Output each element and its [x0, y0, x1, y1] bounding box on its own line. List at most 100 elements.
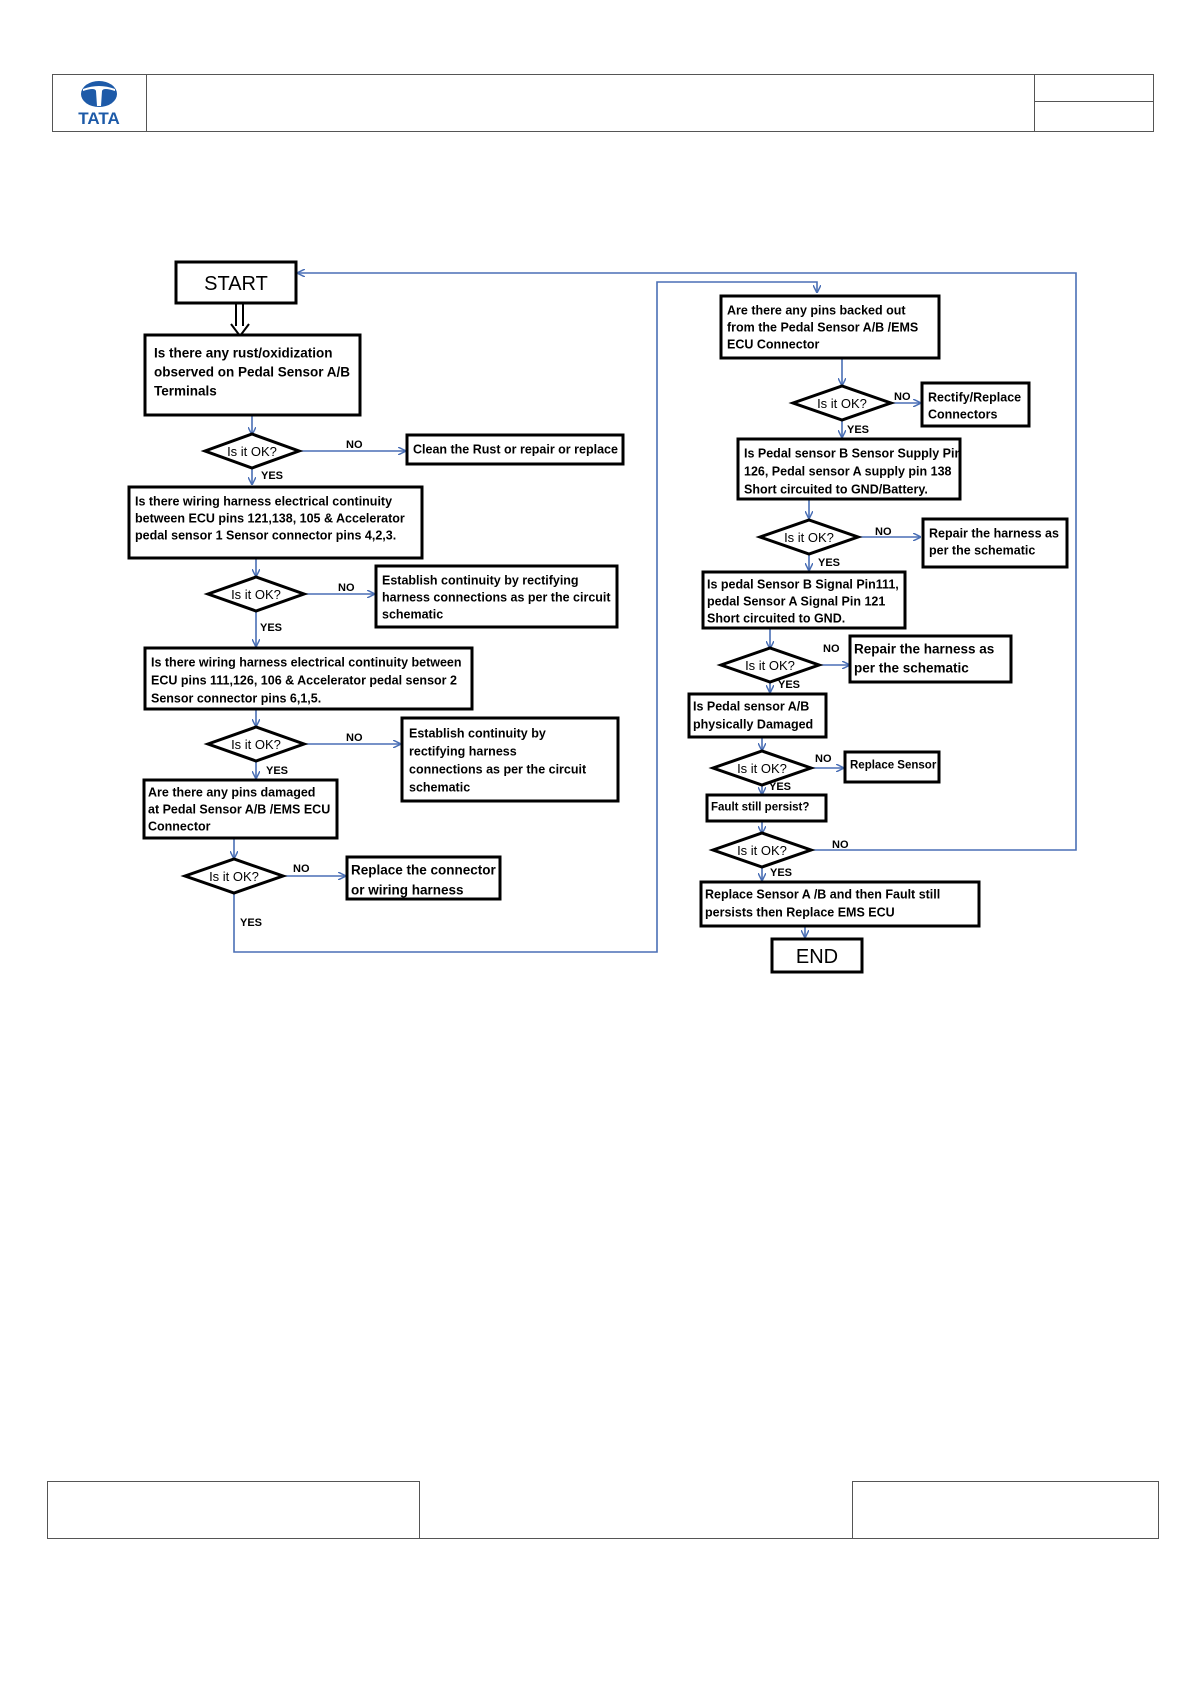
decision-7-shape: [716, 646, 824, 684]
edge-label: NO: [823, 643, 840, 655]
decision-text: Is it OK?: [231, 587, 281, 602]
decision-6-shape: [755, 518, 863, 556]
action-replace-connector: Replace the connector or wiring harness: [345, 855, 502, 901]
edge-label: NO: [815, 753, 832, 765]
footer-middle-cell: [420, 1481, 852, 1539]
node-text-line: or wiring harness: [351, 883, 464, 898]
decision-6: Is it OK?: [755, 518, 863, 556]
question-fault-persist: Fault still persist?: [705, 793, 828, 823]
logo-cell: TATA: [53, 75, 147, 131]
node-text-line: Establish continuity by: [409, 727, 546, 741]
decision-3-shape: [203, 725, 309, 763]
question-pins-damaged-shape: [142, 778, 339, 840]
node-text-line: connections as per the circuit: [409, 763, 587, 777]
decision-text: Is it OK?: [745, 658, 795, 673]
edge-label: YES: [769, 781, 791, 793]
node-text-line: Establish continuity by rectifying: [382, 574, 579, 588]
question-signal-short-shape: [701, 570, 907, 630]
decision-text: Is it OK?: [227, 444, 277, 459]
node-text-line: schematic: [409, 781, 470, 795]
edge-label: YES: [261, 470, 283, 482]
edge-labels: NOYESNOYESNOYESNOYESNOYESNOYESNOYESNOYES…: [240, 391, 911, 929]
node-text-line: per the schematic: [854, 661, 969, 676]
decision-5-shape: [788, 384, 896, 422]
node-text-line: Replace Sensor A /B and then Fault still: [705, 888, 940, 902]
node-text-line: pedal Sensor A Signal Pin 121: [707, 595, 885, 609]
decision-2: Is it OK?: [203, 575, 309, 613]
node-text-line: Connector: [148, 820, 211, 834]
edge-label: YES: [770, 867, 792, 879]
edge-label: NO: [338, 582, 355, 594]
logo-text: TATA: [78, 109, 120, 128]
action-repair-harness-2-shape: [848, 634, 1013, 684]
action-replace-sensor-shape: [843, 750, 941, 784]
action-clean-rust: Clean the Rust or repair or replace: [405, 433, 625, 466]
node-text-line: Sensor connector pins 6,1,5.: [151, 692, 321, 706]
decision-text: Is it OK?: [209, 869, 259, 884]
decision-9-shape: [708, 831, 816, 869]
question-fault-persist-shape: [705, 793, 828, 823]
node-text-line: Fault still persist?: [711, 802, 809, 814]
end-text: END: [796, 946, 838, 968]
header-title-cell: [146, 75, 1035, 131]
action-repair-harness-1-shape: [921, 517, 1069, 569]
start-text: START: [204, 273, 268, 295]
node-text-line: from the Pedal Sensor A/B /EMS: [727, 321, 918, 335]
edge-label: YES: [818, 557, 840, 569]
page-footer: [47, 1481, 1159, 1539]
node-text-line: Is there wiring harness electrical conti…: [151, 656, 462, 670]
action-continuity-1-shape: [374, 564, 619, 629]
action-replace-sensor-ecu: Replace Sensor A /B and then Fault still…: [699, 880, 981, 928]
decision-8-shape: [708, 749, 816, 787]
decision-9: Is it OK?: [708, 831, 816, 869]
decision-text: Is it OK?: [817, 396, 867, 411]
action-replace-sensor-ecu-shape: [699, 880, 981, 928]
action-rectify-connectors-shape: [920, 381, 1031, 428]
decision-8: Is it OK?: [708, 749, 816, 787]
node-text-line: ECU pins 111,126, 106 & Accelerator peda…: [151, 674, 457, 688]
node-text-line: pedal sensor 1 Sensor connector pins 4,2…: [135, 529, 396, 543]
node-text-line: Short circuited to GND/Battery.: [744, 483, 928, 497]
node-text-line: at Pedal Sensor A/B /EMS ECU: [148, 803, 330, 817]
edge-label: YES: [266, 765, 288, 777]
connector-loop-to-start: [298, 273, 1077, 851]
edge-label: NO: [875, 526, 892, 538]
decision-3: Is it OK?: [203, 725, 309, 763]
node-text-line: per the schematic: [929, 544, 1035, 558]
connector-left-to-right: [233, 281, 817, 953]
header-right-top-cell: [1035, 75, 1153, 102]
decision-4: Is it OK?: [180, 857, 288, 895]
question-continuity-2-shape: [143, 646, 474, 711]
question-supply-short: Is Pedal sensor B Sensor Supply Pin126, …: [736, 437, 962, 501]
question-physically-damaged-shape: [687, 692, 828, 739]
node-text-line: Is Pedal sensor B Sensor Supply Pin: [744, 447, 962, 461]
question-pins-backed-out: Are there any pins backed out from the Pe…: [719, 294, 941, 360]
decision-1: Is it OK?: [200, 432, 304, 470]
end-node: END: [770, 937, 864, 974]
node-text-line: Replace the connector: [351, 863, 497, 878]
action-repair-harness-1: Repair the harness as per the schematic: [921, 517, 1069, 569]
node-text-line: Rectify/Replace: [928, 391, 1021, 405]
node-text-line: physically Damaged: [693, 718, 813, 732]
node-text-line: Are there any pins backed out: [727, 304, 906, 318]
node-text-line: Is pedal Sensor B Signal Pin111,: [707, 578, 899, 592]
question-supply-short-shape: [736, 437, 962, 501]
question-continuity-1-shape: [127, 485, 424, 560]
decision-4-shape: [180, 857, 288, 895]
question-pins-backed-out-shape: [719, 294, 941, 360]
decision-7: Is it OK?: [716, 646, 824, 684]
question-signal-short: Is pedal Sensor B Signal Pin111, pedal Se…: [701, 570, 907, 630]
node-text-line: observed on Pedal Sensor A/B: [154, 365, 350, 380]
node-text-line: Repair the harness as: [929, 527, 1059, 541]
action-replace-connector-shape: [345, 855, 502, 901]
decision-1-shape: [200, 432, 304, 470]
node-text-line: Terminals: [154, 384, 217, 399]
question-continuity-2: Is there wiring harness electrical conti…: [143, 646, 474, 711]
page-header: TATA: [52, 74, 1154, 132]
start-node: START: [174, 260, 298, 305]
action-replace-sensor: Replace Sensor: [843, 750, 941, 784]
